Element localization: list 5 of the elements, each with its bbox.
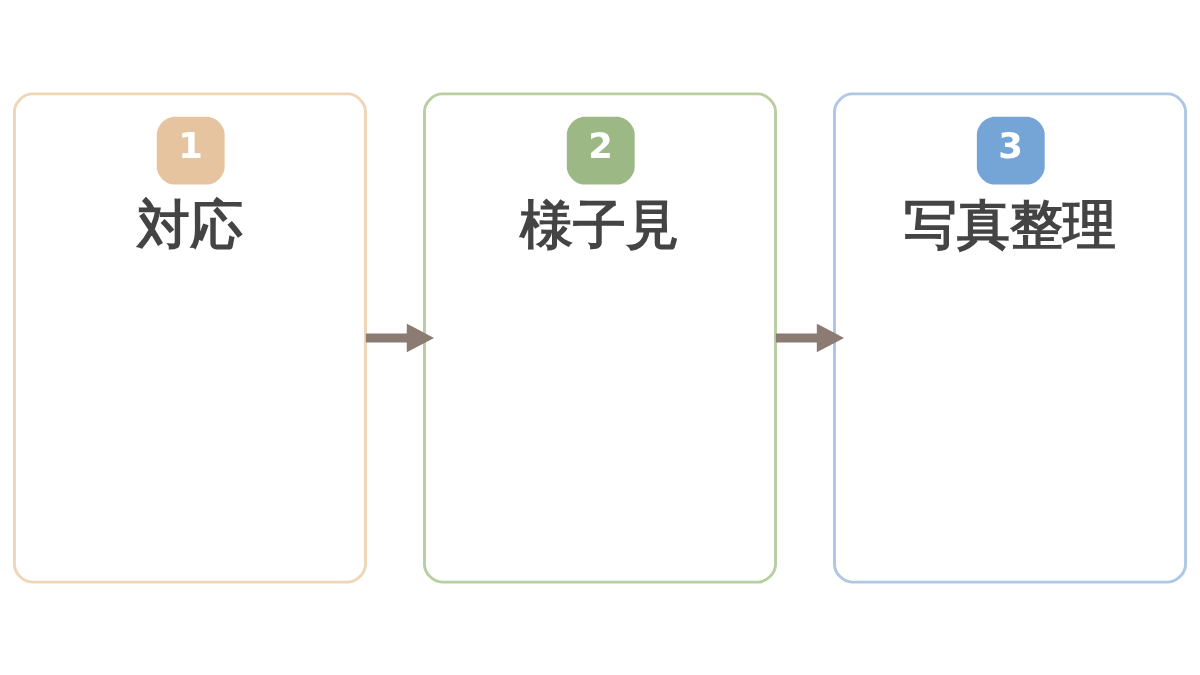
node-box: 2 様子見 — [423, 91, 777, 584]
arrow — [365, 323, 434, 352]
arrow — [775, 323, 845, 352]
node-box: 3 写真整理 — [833, 91, 1188, 584]
node-box: 1 対応 — [12, 91, 367, 584]
